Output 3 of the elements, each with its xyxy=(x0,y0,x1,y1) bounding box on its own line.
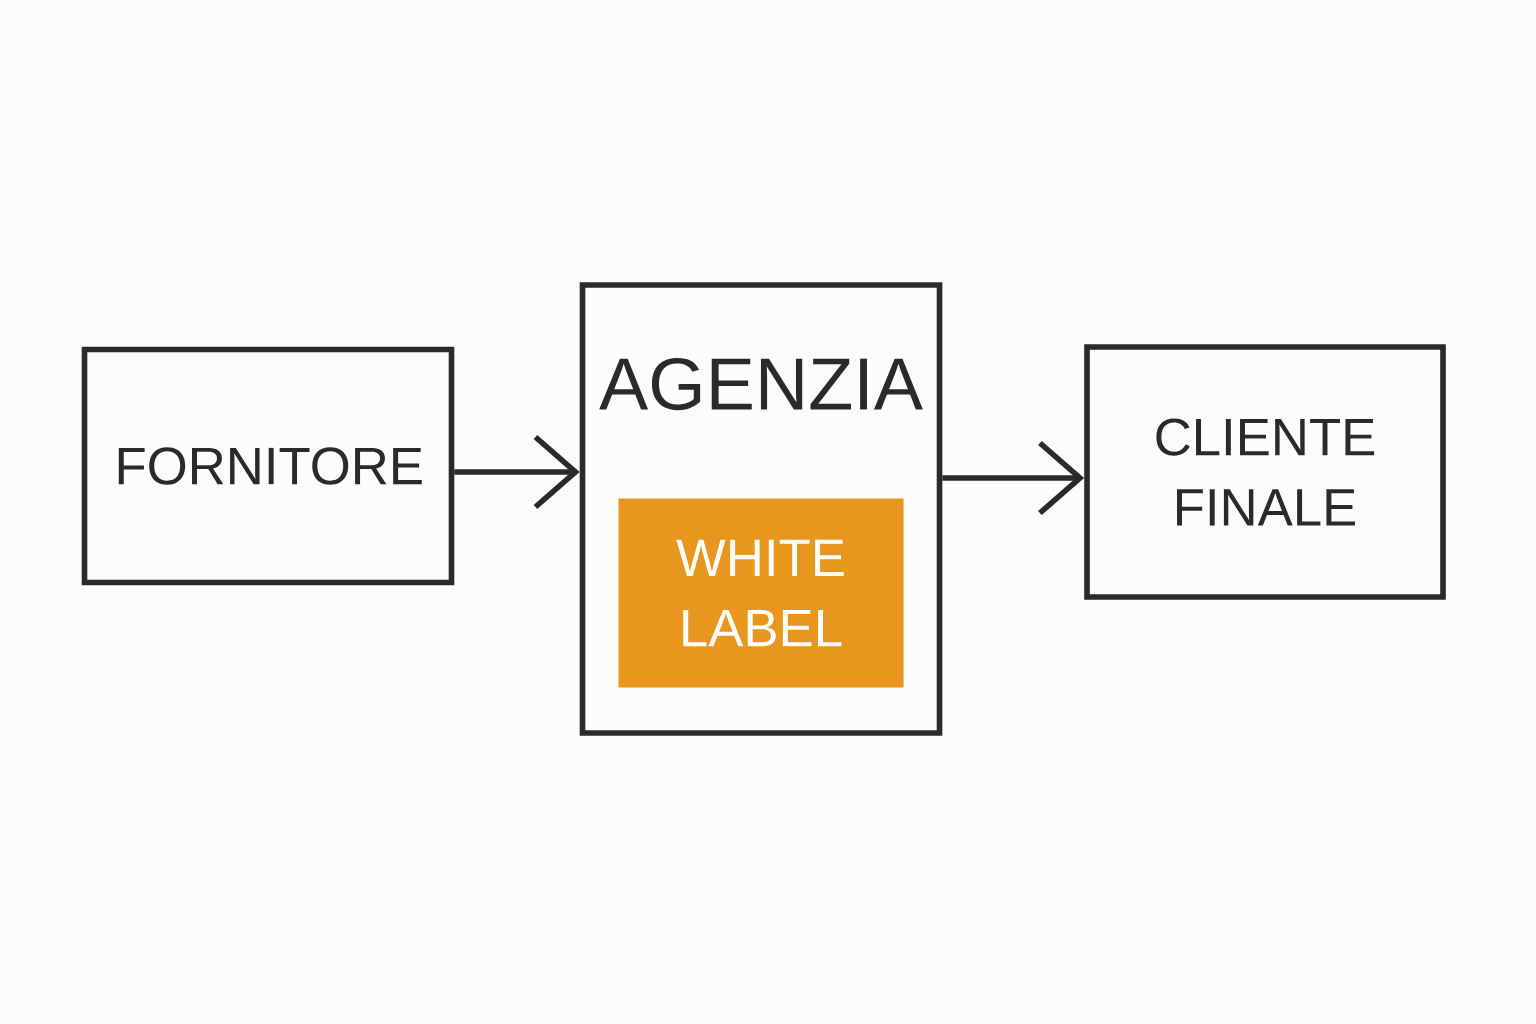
label-box: WHITE LABEL xyxy=(618,498,904,688)
process-box: FORNITORE xyxy=(81,346,455,586)
process-box: CLIENTE FINALE xyxy=(1084,344,1446,600)
